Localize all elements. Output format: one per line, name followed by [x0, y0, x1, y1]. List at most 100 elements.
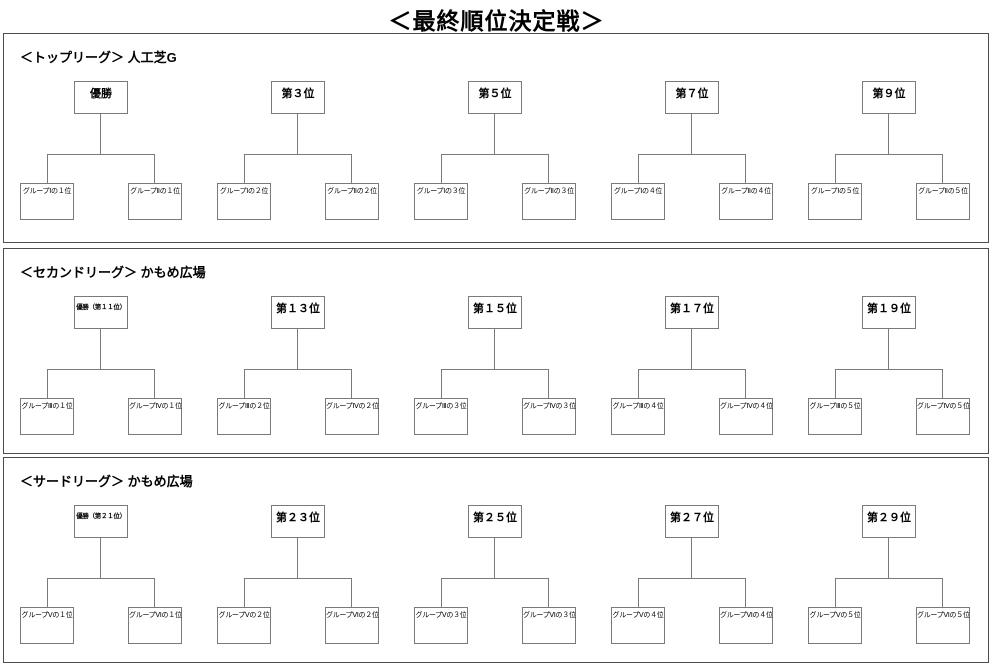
- connector-horizontal-line: [244, 578, 352, 579]
- group-label: グループⅢの４位: [612, 403, 664, 410]
- connector-horizontal-line: [441, 154, 549, 155]
- group-label: グループⅤの３位: [415, 612, 467, 619]
- connector-horizontal-line: [47, 578, 155, 579]
- group-box-right: グループⅥの２位: [325, 607, 379, 644]
- connector-horizontal-line: [244, 154, 352, 155]
- bracket: 優勝（第２１位） グループⅤの１位 グループⅥの１位: [20, 505, 182, 644]
- connector-right-drop-line: [351, 578, 352, 607]
- group-label: グループⅣの２位: [326, 403, 379, 410]
- group-label: グループⅠの３位: [416, 188, 466, 195]
- connector-left-drop-line: [47, 154, 48, 183]
- rank-box: 第２７位: [665, 505, 719, 538]
- connector-horizontal-line: [244, 369, 352, 370]
- group-box-right: グループⅡの２位: [325, 183, 379, 220]
- connector-vertical-line: [888, 114, 889, 154]
- connector-left-drop-line: [638, 578, 639, 607]
- group-label: グループⅥの５位: [917, 612, 970, 619]
- connector-left-drop-line: [441, 369, 442, 398]
- rank-box: 第２３位: [271, 505, 325, 538]
- group-label: グループⅠの１位: [22, 188, 72, 195]
- connector-right-drop-line: [154, 154, 155, 183]
- rank-label: 第２３位: [276, 512, 320, 524]
- connector-horizontal-line: [638, 154, 746, 155]
- group-label: グループⅣの３位: [523, 403, 576, 410]
- rank-box: 第９位: [862, 81, 916, 114]
- group-label: グループⅥの２位: [326, 612, 379, 619]
- rank-label: 優勝: [90, 88, 112, 100]
- group-box-right: グループⅡの５位: [916, 183, 970, 220]
- connector-horizontal-line: [638, 369, 746, 370]
- bracket: 第１５位 グループⅢの３位 グループⅣの３位: [414, 296, 576, 435]
- bracket: 第３位 グループⅠの２位 グループⅡの２位: [217, 81, 379, 220]
- section-second-league: ＜セカンドリーグ＞ かもめ広場 優勝（第１１位） グループⅢの１位 グループⅣの…: [3, 248, 989, 454]
- rank-label: 第１３位: [276, 303, 320, 315]
- connector-left-drop-line: [835, 369, 836, 398]
- group-box-right: グループⅣの３位: [522, 398, 576, 435]
- section-top-league: ＜トップリーグ＞ 人工芝G 優勝 グループⅠの１位 グループⅡの１位 第３位 グ…: [3, 33, 989, 243]
- rank-label: 第１７位: [670, 303, 714, 315]
- rank-box: 優勝（第１１位）: [74, 296, 128, 329]
- bracket: 第１３位 グループⅢの２位 グループⅣの２位: [217, 296, 379, 435]
- group-label: グループⅢの２位: [218, 403, 270, 410]
- rank-label: 第２９位: [867, 512, 911, 524]
- connector-right-drop-line: [548, 369, 549, 398]
- connector-horizontal-line: [835, 369, 943, 370]
- rank-box: 第２５位: [468, 505, 522, 538]
- group-box-right: グループⅡの１位: [128, 183, 182, 220]
- group-box-right: グループⅣの２位: [325, 398, 379, 435]
- group-box-right: グループⅥの４位: [719, 607, 773, 644]
- connector-left-drop-line: [244, 578, 245, 607]
- bracket: 第７位 グループⅠの４位 グループⅡの４位: [611, 81, 773, 220]
- group-label: グループⅡの３位: [524, 188, 574, 195]
- connector-right-drop-line: [154, 578, 155, 607]
- rank-box: 第２９位: [862, 505, 916, 538]
- group-label: グループⅢの１位: [21, 403, 73, 410]
- connector-vertical-line: [100, 538, 101, 578]
- rank-box: 第１５位: [468, 296, 522, 329]
- group-box-left: グループⅤの１位: [20, 607, 74, 644]
- group-box-left: グループⅢの２位: [217, 398, 271, 435]
- connector-vertical-line: [691, 329, 692, 369]
- connector-left-drop-line: [244, 154, 245, 183]
- group-box-left: グループⅠの２位: [217, 183, 271, 220]
- rank-label: 第９位: [872, 88, 906, 100]
- group-label: グループⅣの５位: [917, 403, 970, 410]
- rank-label: 第１５位: [473, 303, 517, 315]
- bracket: 第９位 グループⅠの５位 グループⅡの５位: [808, 81, 970, 220]
- rank-label: 第２５位: [473, 512, 517, 524]
- connector-horizontal-line: [441, 369, 549, 370]
- section-header: ＜トップリーグ＞ 人工芝G: [20, 50, 177, 65]
- rank-label: 優勝（第２１位）: [76, 513, 126, 520]
- group-box-left: グループⅠの１位: [20, 183, 74, 220]
- section-header: ＜サードリーグ＞ かもめ広場: [20, 474, 193, 489]
- group-box-left: グループⅢの１位: [20, 398, 74, 435]
- group-label: グループⅤの２位: [218, 612, 270, 619]
- rank-label: 第３位: [281, 88, 315, 100]
- connector-left-drop-line: [441, 154, 442, 183]
- connector-right-drop-line: [351, 154, 352, 183]
- bracket: 第２９位 グループⅤの５位 グループⅥの５位: [808, 505, 970, 644]
- group-label: グループⅤの４位: [612, 612, 664, 619]
- rank-box: 第１９位: [862, 296, 916, 329]
- connector-right-drop-line: [942, 369, 943, 398]
- connector-vertical-line: [100, 329, 101, 369]
- group-box-right: グループⅣの４位: [719, 398, 773, 435]
- connector-horizontal-line: [47, 369, 155, 370]
- connector-right-drop-line: [942, 578, 943, 607]
- connector-left-drop-line: [441, 578, 442, 607]
- connector-vertical-line: [297, 329, 298, 369]
- section-header: ＜セカンドリーグ＞ かもめ広場: [20, 265, 206, 280]
- bracket: 優勝（第１１位） グループⅢの１位 グループⅣの１位: [20, 296, 182, 435]
- group-label: グループⅠの２位: [219, 188, 269, 195]
- group-box-left: グループⅢの４位: [611, 398, 665, 435]
- rank-label: 第２７位: [670, 512, 714, 524]
- connector-vertical-line: [494, 329, 495, 369]
- connector-horizontal-line: [835, 578, 943, 579]
- connector-vertical-line: [691, 538, 692, 578]
- group-label: グループⅡの５位: [918, 188, 968, 195]
- group-box-left: グループⅢの５位: [808, 398, 862, 435]
- connector-left-drop-line: [835, 154, 836, 183]
- connector-vertical-line: [888, 538, 889, 578]
- rank-label: 第１９位: [867, 303, 911, 315]
- rank-label: 優勝（第１１位）: [76, 304, 126, 311]
